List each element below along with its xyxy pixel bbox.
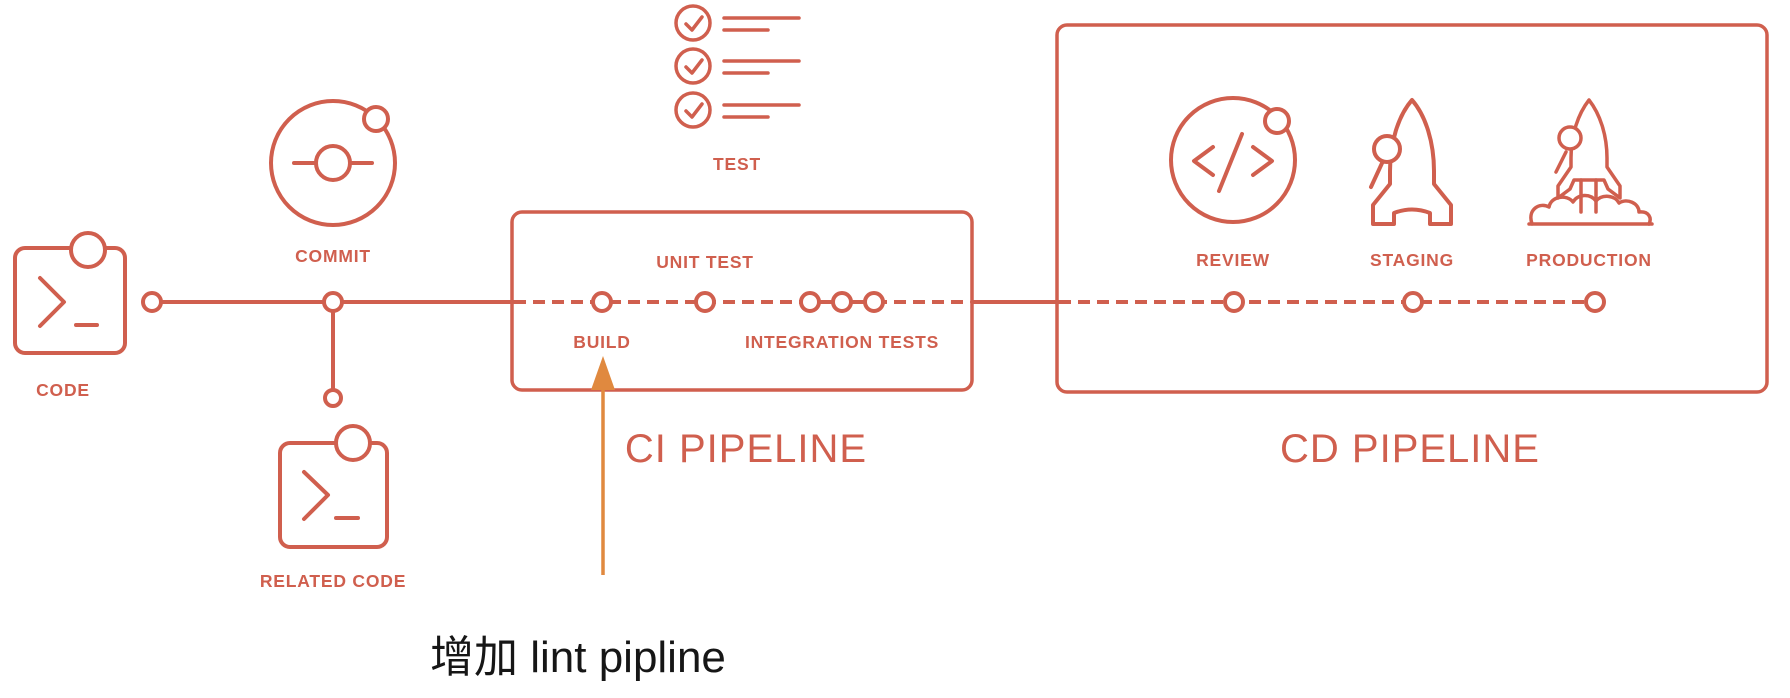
ci-pipeline-box: [510, 210, 974, 392]
related-code-icon: [278, 424, 389, 549]
staging-node: [1402, 291, 1424, 313]
staging-label: STAGING: [1370, 250, 1454, 270]
commit-label: COMMIT: [295, 246, 371, 266]
integration-node-1: [799, 291, 821, 313]
integration-tests-label: INTEGRATION TESTS: [745, 332, 939, 352]
unit-test-label: UNIT TEST: [656, 252, 754, 272]
review-label: REVIEW: [1196, 250, 1270, 270]
terminal-code-icon: [13, 231, 127, 355]
branch-end-node: [323, 388, 343, 408]
pipeline-nodes: [141, 291, 1606, 408]
integration-node-3: [863, 291, 885, 313]
production-node: [1584, 291, 1606, 313]
ci-pipeline-title: CI PIPELINE: [625, 427, 867, 471]
build-node: [591, 291, 613, 313]
code-review-icon: [1169, 96, 1297, 224]
start-node: [141, 291, 163, 313]
unit-test-node: [694, 291, 716, 313]
arrow-head: [591, 356, 615, 390]
commit-node: [322, 291, 344, 313]
rocket-launch-icon: [1527, 98, 1654, 226]
production-label: PRODUCTION: [1526, 250, 1652, 270]
review-node: [1223, 291, 1245, 313]
cd-pipeline-title: CD PIPELINE: [1280, 427, 1540, 471]
build-label: BUILD: [573, 332, 630, 352]
annotation-text: 增加 lint pipline: [430, 633, 726, 682]
integration-node-2: [831, 291, 853, 313]
test-label: TEST: [713, 154, 761, 174]
rocket-icon: [1369, 98, 1453, 226]
annotation-arrow: [591, 356, 615, 575]
cd-pipeline-box: [1055, 23, 1769, 394]
git-commit-icon: [269, 99, 397, 227]
related-code-label: RELATED CODE: [260, 571, 406, 591]
test-checklist-icon: [674, 4, 801, 129]
code-label: CODE: [36, 380, 90, 400]
